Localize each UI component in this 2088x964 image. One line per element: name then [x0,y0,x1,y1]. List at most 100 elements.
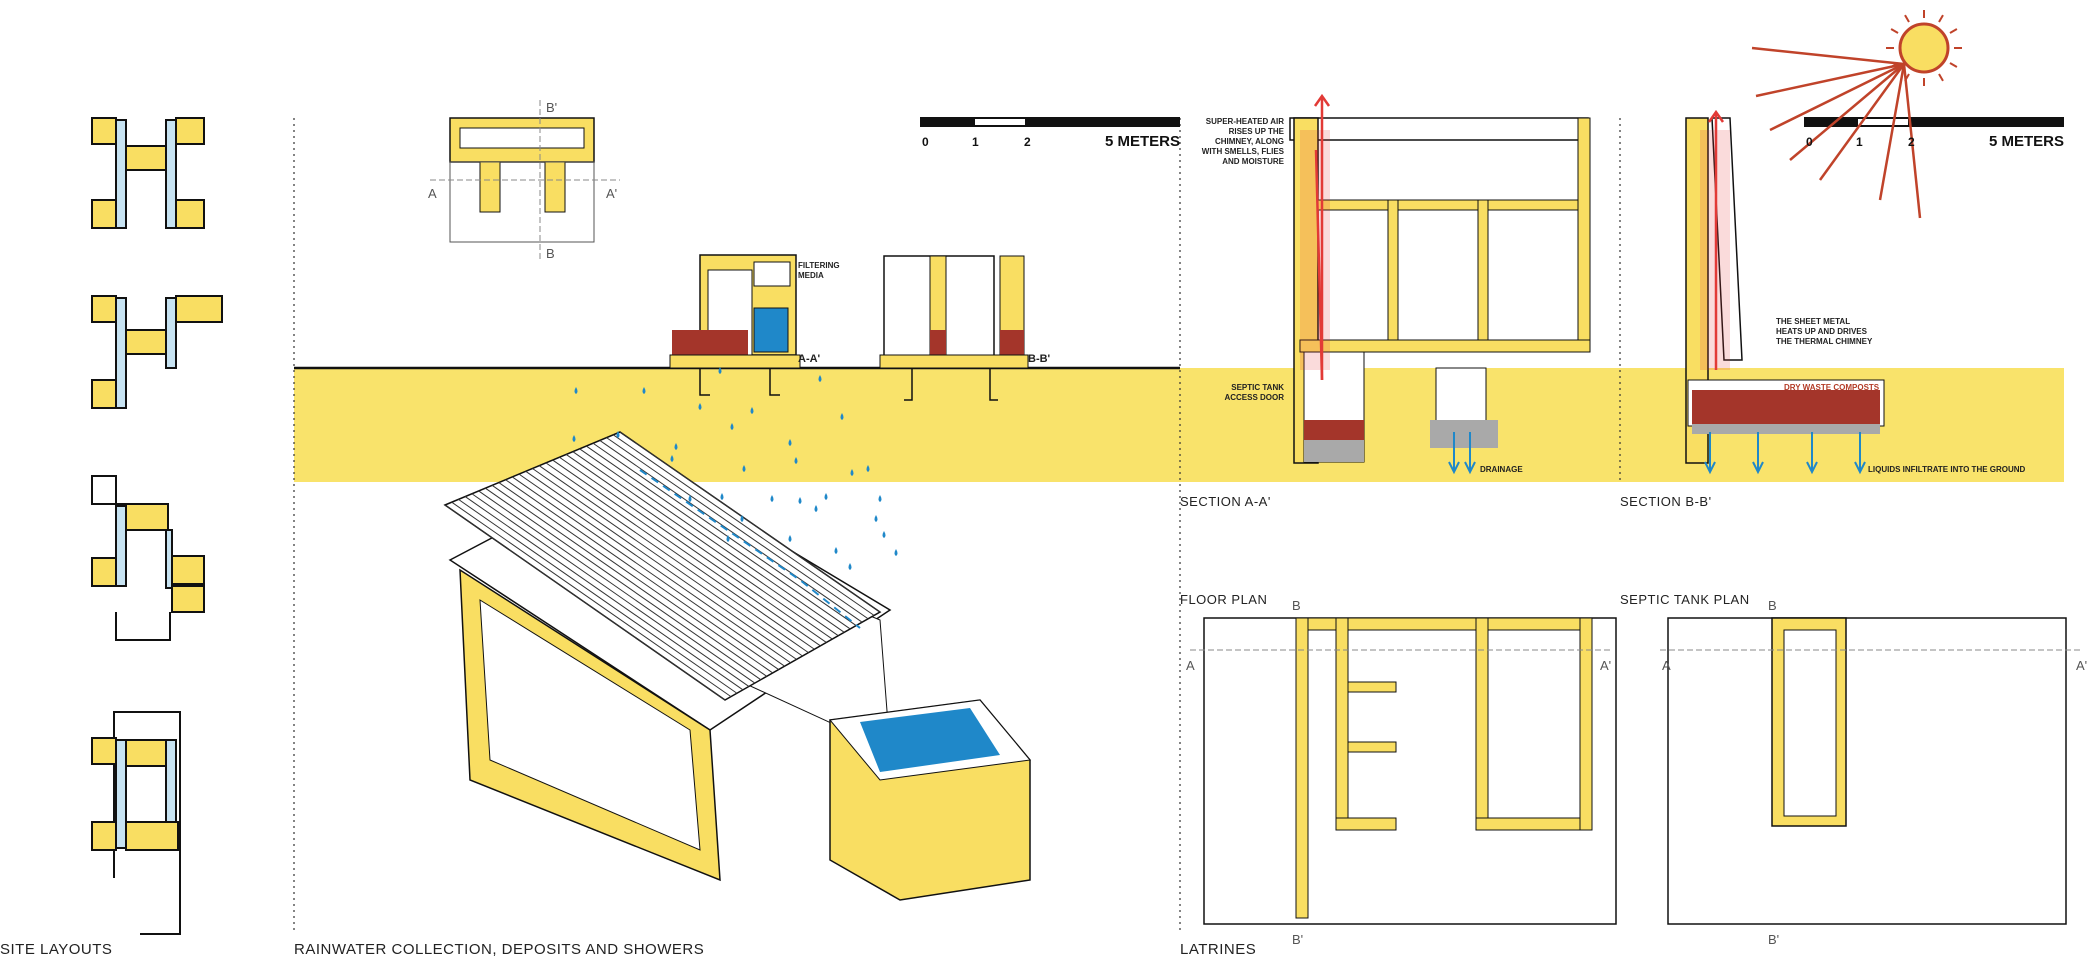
roof-corrugation-line [512,476,785,667]
section-title-septic-tank-plan: SEPTIC TANK PLAN [1620,592,1750,607]
water-drop-icon [616,431,620,438]
cut-label-a-floor: A [1186,658,1195,673]
section-title-floor-plan: FLOOR PLAN [1180,592,1267,607]
cut-label-a-prime-septic: A' [2076,658,2087,673]
scale-right-tick-0: 0 [1806,135,1813,149]
roof-corrugation-line [579,448,845,633]
water-drop-icon [794,457,798,464]
annotation-filtering-media-1: FILTERING [798,261,840,270]
water-drop-icon [866,465,870,472]
water-drop-icon [788,535,792,542]
water-drop-icon [834,547,838,554]
water-drop-icon [726,535,730,542]
annotation-liquids: LIQUIDS INFILTRATE INTO THE GROUND [1868,465,2026,474]
sun-icon [1751,10,1962,219]
sun-ray-long [1789,63,1905,161]
sun-ray-short [1938,14,1944,23]
scale-right-unit: 5 METERS [1989,133,2064,150]
arrow-head-icon [1313,93,1331,107]
cut-label-b-plan-bottom: B [546,246,555,261]
cut-label-b-septic-bottom: B' [1768,932,1779,947]
water-drop-icon [894,549,898,556]
roof-corrugation-line [592,442,857,626]
scale-left-tick-0: 0 [922,135,929,149]
roof-corrugation-line [586,445,851,630]
water-drop-icon [848,563,852,570]
annotation-filtering-media-2: MEDIA [798,271,824,280]
sun-ray-long [1878,63,1906,201]
sun-ray-short [1904,14,1910,23]
roof-corrugation-line [464,496,744,691]
roof-corrugation-line [612,434,875,616]
water-drop-icon [740,515,744,522]
annotation-hot-air-4: WITH SMELLS, FLIES [1202,147,1285,156]
roof-corrugation-line [478,490,756,684]
annotation-hot-air-3: CHIMNEY, ALONG [1215,137,1284,146]
sun-ray-long [1818,63,1906,181]
scale-right-tick-2: 2 [1908,135,1915,149]
roof-corrugation-line [498,482,773,674]
water-drop-icon [720,493,724,500]
roof-corrugation-line [505,479,779,670]
section-title-rainwater: RAINWATER COLLECTION, DEPOSITS AND SHOWE… [294,941,704,958]
section-title-site-layouts: SITE LAYOUTS [0,941,112,958]
roof-corrugation-line [444,504,726,701]
roof-corrugation-line [458,498,738,694]
arrow-down-head-icon [1806,461,1818,475]
latrine-floor-plan [1190,617,1617,925]
annotation-hot-air-2: RISES UP THE [1229,127,1285,136]
water-drop-icon [642,387,646,394]
cut-label-aa: A-A' [798,353,821,365]
site-layout-3 [91,475,205,641]
roof-corrugation-line [559,456,827,643]
sun-ray-short [1890,28,1899,34]
water-drop-icon [674,443,678,450]
site-layout-1 [91,117,205,229]
water-drop-icon [572,435,576,442]
section-title-section-bb: SECTION B-B' [1620,494,1712,509]
annotation-hot-air-5: AND MOISTURE [1222,157,1284,166]
roof-corrugation-line [572,451,839,637]
water-drop-icon [670,455,674,462]
sun-ray-long [1751,46,1905,66]
rain-drops [572,367,898,570]
arrow-down-head-icon [1752,461,1764,475]
water-drop-icon [788,439,792,446]
annotation-dry-waste: DRY WASTE COMPOSTS [1784,383,1880,392]
site-layout-2 [91,295,223,409]
cut-label-a-prime-floor: A' [1600,658,1611,673]
roof-corrugation-line [532,468,803,657]
scale-bar-right [1804,117,2064,127]
annotation-hot-air-1: SUPER-HEATED AIR [1206,117,1284,126]
scale-left-unit: 5 METERS [1105,133,1180,150]
section-aa [1289,117,1591,464]
water-drop-icon [730,423,734,430]
site-layout-4 [91,711,181,935]
scale-bar-left [920,117,1180,127]
corrugated-roof [443,431,882,701]
arrow-down-head-icon [1704,461,1716,475]
roof-corrugation-line [545,462,815,650]
water-drop-icon [688,495,692,502]
water-drop-icon [718,367,722,374]
water-drop-icon [878,495,882,502]
arrow-down-head-icon [1464,461,1476,475]
cut-label-a-plan: A [428,186,437,201]
roof-corrugation-line [525,470,797,660]
roof-corrugation-line [599,440,863,623]
section-title-latrines: LATRINES [1180,941,1256,958]
cut-label-bb: B-B' [1028,353,1051,365]
annotation-sheet-metal-2: HEATS UP AND DRIVES [1776,327,1868,336]
annotation-sheet-metal-1: THE SHEET METAL [1776,317,1850,326]
arrow-down-head-icon [1854,461,1866,475]
water-drop-icon [574,387,578,394]
cut-label-b-plan-top: B' [546,100,557,115]
elevation-aa [669,254,801,396]
sun-ray-short [1949,62,1958,68]
roof-corrugation-line [471,493,750,687]
roof-corrugation-line [538,465,809,654]
water-drop-icon [882,531,886,538]
roof-corrugation-line [552,459,821,647]
water-drop-icon [770,495,774,502]
annotation-drainage: DRAINAGE [1480,465,1523,474]
